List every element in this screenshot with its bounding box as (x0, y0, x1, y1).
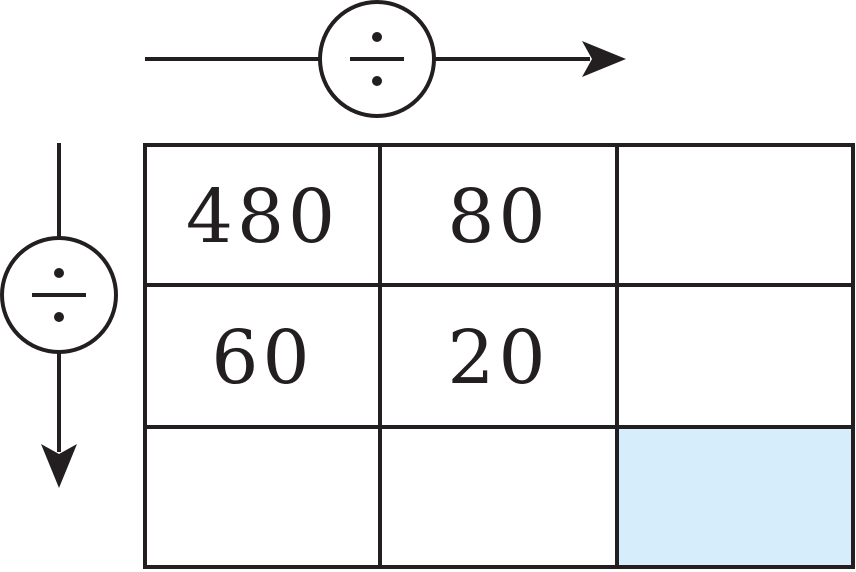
grid-cell-r2-c2: 20 (447, 315, 549, 401)
highlighted-answer-cell (617, 427, 853, 567)
horizontal-divide-icon (350, 32, 404, 86)
vertical-division-arrow (0, 143, 118, 488)
horizontal-division-arrow (145, 0, 626, 118)
grid-cell-r1-c1: 480 (186, 174, 339, 260)
arrow-head-down-icon (41, 444, 77, 488)
grid-cell-r2-c1: 60 (211, 315, 313, 401)
number-grid: 480 80 60 20 (143, 143, 855, 569)
grid-cell-r1-c2: 80 (447, 174, 549, 260)
vertical-divide-icon (32, 268, 86, 322)
arrow-head-right-icon (582, 41, 626, 77)
